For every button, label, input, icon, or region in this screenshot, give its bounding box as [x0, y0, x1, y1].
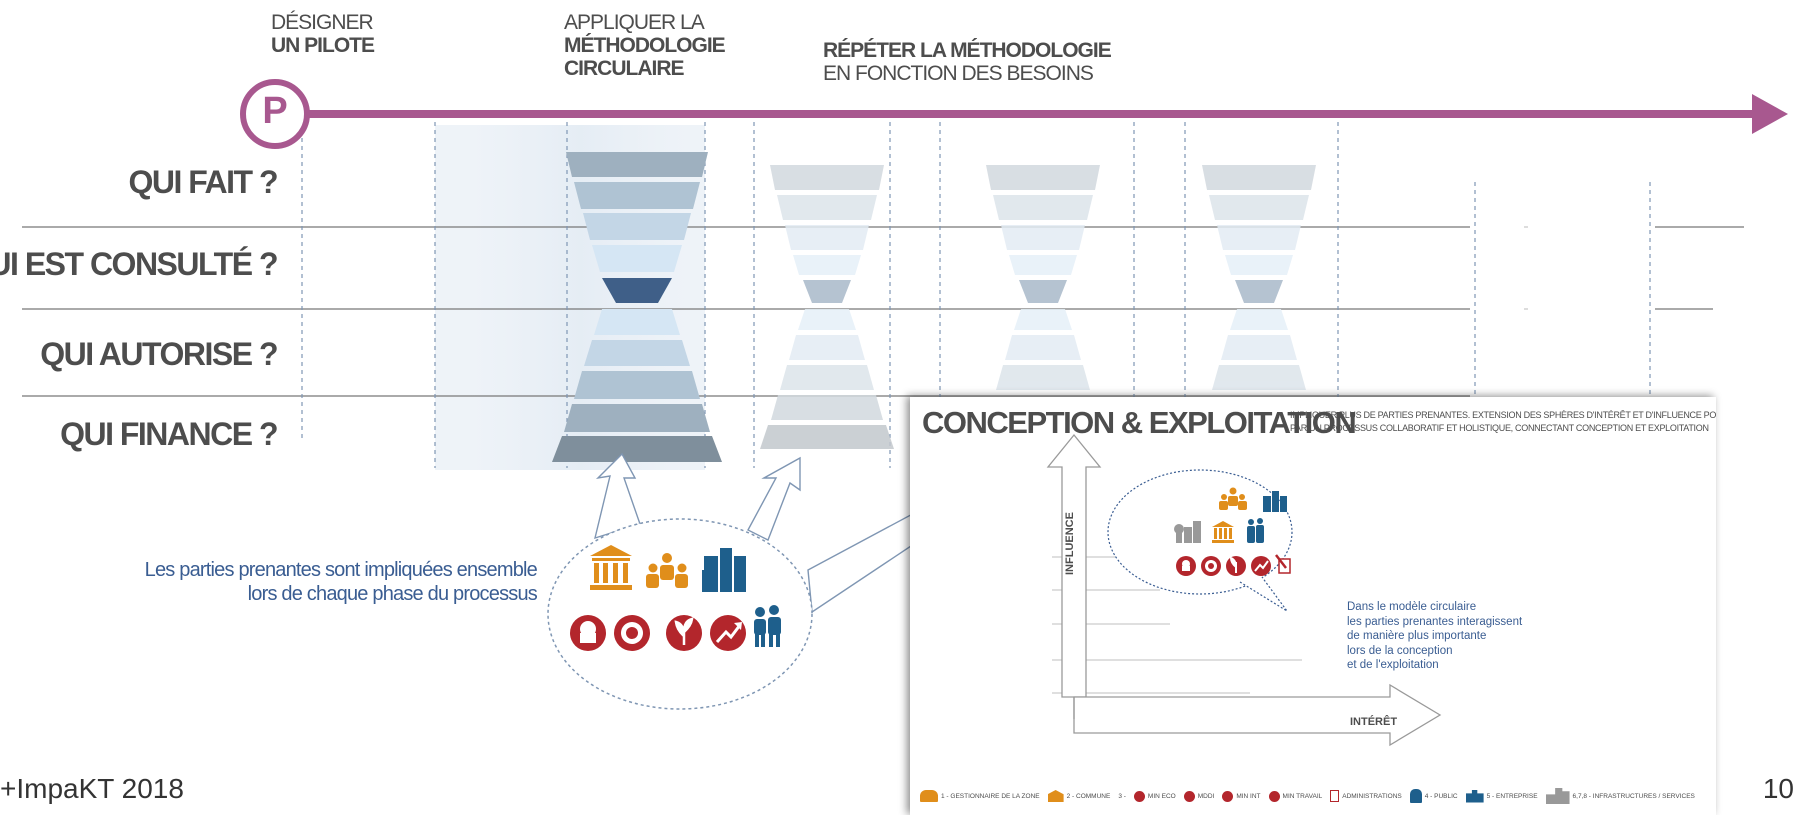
legend-item-3: 3 -: [1118, 793, 1126, 800]
town-hall-icon: [1212, 521, 1234, 543]
ministry-mddi-icon: [666, 615, 702, 651]
legend-item-administrations: ADMINISTRATIONS: [1330, 790, 1402, 802]
legend-label: 6,7,8 - INFRASTRUCTURES / SERVICES: [1572, 792, 1695, 800]
row-label-qui-finance: QUI FINANCE ?: [60, 416, 278, 452]
stakeholders-bubble: [547, 452, 921, 710]
step2-line1: APPLIQUER LA: [564, 11, 705, 34]
ministry-eco-icon: [1133, 790, 1145, 802]
axis-label-interet: INTÉRÊT: [1350, 716, 1398, 728]
legend-label: 1 - GESTIONNAIRE DE LA ZONE: [941, 792, 1040, 800]
footer-brand: +ImpaKT 2018: [0, 773, 184, 804]
step2-line2: MÉTHODOLOGIE: [564, 34, 726, 57]
axis-label-influence: INFLUENCE: [1064, 512, 1076, 575]
document-icon: [1330, 790, 1340, 802]
inset-note: Dans le modèle circulaire les parties pr…: [1347, 600, 1522, 673]
document-icon: [1275, 554, 1291, 574]
note-line-3: de manière plus importante: [1347, 630, 1487, 642]
stakeholders-caption: Les parties prenantes sont impliquées en…: [144, 558, 538, 606]
legend-label: MDDI: [1197, 792, 1215, 800]
people-group-icon: [1219, 487, 1247, 510]
influence-axis-arrow: [1046, 433, 1102, 698]
step-designer-pilote: DÉSIGNER UN PILOTE: [271, 11, 375, 57]
legend-label: 5 - ENTREPRISE: [1486, 792, 1538, 800]
legend-item-gestionnaire: 1 - GESTIONNAIRE DE LA ZONE: [920, 790, 1040, 802]
inset-bubble: [1107, 469, 1293, 612]
people-group-icon: [920, 790, 938, 802]
ministry-int-icon: [1222, 790, 1234, 802]
note-line-2: les parties prenantes interagissent: [1347, 615, 1523, 628]
legend-label: 4 - PUBLIC: [1424, 792, 1458, 800]
legend-label: ADMINISTRATIONS: [1342, 792, 1402, 800]
legend-item-entreprise: 5 - ENTREPRISE: [1465, 789, 1538, 803]
ministry-mddi-icon: [1183, 790, 1195, 802]
legend-item-infrastructures: 6,7,8 - INFRASTRUCTURES / SERVICES: [1545, 788, 1695, 804]
ministry-int-icon: [570, 615, 606, 651]
caption-line2: lors de chaque phase du processus: [247, 583, 538, 605]
inset-conception-exploitation: CONCEPTION & EXPLOITATION IMPLIQUER PLUS…: [910, 397, 1716, 815]
town-hall-icon: [590, 545, 632, 590]
caption-line1: Les parties prenantes sont impliquées en…: [144, 559, 538, 581]
hourglass-repeat-1: [760, 165, 894, 449]
legend-item-mddi: MDDI: [1183, 790, 1215, 802]
step-repeter-methodologie: RÉPÉTER LA MÉTHODOLOGIE EN FONCTION DES …: [823, 39, 1112, 85]
enterprise-icon: [1263, 491, 1287, 512]
inset-subtitle-line2: PAR UN PROCESSUS COLLABORATIF ET HOLISTI…: [1290, 423, 1709, 433]
step3-line2: EN FONCTION DES BESOINS: [823, 62, 1094, 85]
pilot-badge: [240, 79, 310, 149]
timeline-arrow: [275, 94, 1788, 134]
legend-label: MIN INT: [1236, 792, 1261, 800]
inset-subtitle: IMPLIQUER PLUS DE PARTIES PRENANTES. EXT…: [1290, 409, 1716, 435]
legend-label: MIN TRAVAIL: [1282, 792, 1323, 800]
note-line-1: Dans le modèle circulaire: [1347, 601, 1477, 613]
legend-label: 2 - COMMUNE: [1066, 792, 1111, 800]
step3-line1: RÉPÉTER LA MÉTHODOLOGIE: [823, 39, 1112, 62]
ministry-travail-icon: [1201, 556, 1221, 576]
step1-line1: DÉSIGNER: [271, 11, 374, 34]
legend-item-public: 4 - PUBLIC: [1409, 789, 1458, 803]
infrastructure-icon: [1174, 521, 1201, 543]
influence-interest-graph: [1046, 433, 1442, 747]
hourglass-repeat-2: [986, 165, 1100, 390]
ministry-eco-icon: [1251, 556, 1271, 576]
page-number: 10: [1762, 773, 1794, 804]
enterprise-icon: [702, 548, 746, 592]
ministry-int-icon: [1176, 556, 1196, 576]
ministry-mddi-icon: [1226, 556, 1246, 576]
step2-line3: CIRCULAIRE: [564, 57, 684, 80]
note-line-5: et de l'exploitation: [1347, 659, 1439, 671]
legend-label: MIN ECO: [1147, 792, 1176, 800]
enterprise-icon: [1465, 789, 1484, 803]
step1-line2: UN PILOTE: [271, 34, 375, 57]
column-separators: [301, 122, 1651, 468]
ministry-eco-icon: [710, 615, 746, 651]
faint-marks: [1524, 226, 1528, 310]
inset-legend: 1 - GESTIONNAIRE DE LA ZONE 2 - COMMUNE …: [920, 788, 1710, 804]
legend-label: 3 -: [1118, 792, 1126, 800]
legend-item-commune: 2 - COMMUNE: [1047, 790, 1111, 802]
legend-item-min-eco: MIN ECO: [1133, 790, 1176, 802]
legend-item-min-int: MIN INT: [1222, 790, 1261, 802]
row-separators: [22, 226, 1744, 397]
note-line-4: lors de la conception: [1347, 644, 1453, 657]
interest-axis-arrow: [1073, 683, 1442, 747]
inset-title: CONCEPTION & EXPLOITATION: [922, 405, 1357, 440]
hourglass-repeat-3: [1202, 165, 1316, 390]
ministry-travail-icon: [1268, 790, 1280, 802]
row-label-qui-est-consulte: QUI EST CONSULTÉ ?: [0, 246, 278, 282]
ministry-travail-icon: [614, 615, 650, 651]
people-group-icon: [646, 553, 688, 588]
infrastructure-icon: [1545, 788, 1570, 804]
hourglass-active: [552, 152, 722, 462]
town-hall-icon: [1047, 790, 1064, 802]
public-icon: [1409, 789, 1422, 803]
pilot-badge-letter: P: [262, 90, 288, 132]
legend-item-min-travail: MIN TRAVAIL: [1268, 790, 1323, 802]
public-icon: [1247, 518, 1264, 543]
step-appliquer-methodologie: APPLIQUER LA MÉTHODOLOGIE CIRCULAIRE: [564, 11, 726, 80]
row-label-qui-fait: QUI FAIT ?: [128, 164, 278, 200]
row-label-qui-autorise: QUI AUTORISE ?: [40, 336, 278, 372]
inset-subtitle-line1: IMPLIQUER PLUS DE PARTIES PRENANTES. EXT…: [1290, 410, 1716, 420]
public-icon: [754, 605, 781, 647]
